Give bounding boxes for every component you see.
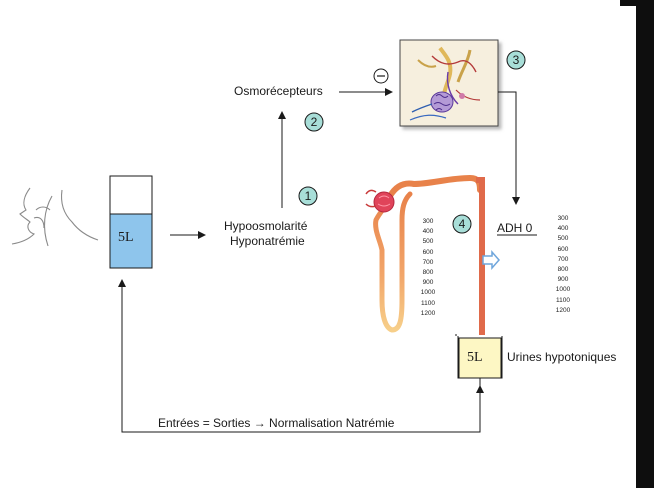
step-badge-1: 1 xyxy=(298,186,318,206)
flow-arrow-icon xyxy=(482,250,500,270)
adh-label: ADH 0 xyxy=(497,221,533,235)
head-profile-icon xyxy=(11,187,99,247)
scale-left-value: 1200 xyxy=(420,309,436,317)
scale-right-value: 700 xyxy=(557,255,569,263)
balance-label: Entrées = Sorties → Normalisation Natrém… xyxy=(158,416,395,430)
arrow-hypothalamus-to-adh xyxy=(498,91,520,205)
scale-left-value: 1000 xyxy=(420,289,436,297)
scale-right-value: 300 xyxy=(557,215,569,222)
nephron-illustration xyxy=(365,174,500,335)
scale-right-value: 600 xyxy=(557,245,569,253)
scale-right-value: 900 xyxy=(557,276,569,284)
hypothalamus-illustration xyxy=(399,39,499,127)
scale-right-value: 800 xyxy=(557,266,569,274)
scale-left-value: 900 xyxy=(422,279,434,287)
tank-water-fill xyxy=(109,213,153,269)
svg-text:3: 3 xyxy=(513,53,520,67)
scale-left-value: 700 xyxy=(422,258,434,266)
screen-edge-top xyxy=(620,0,654,6)
hypoosmolarity-label: Hypoosmolarité xyxy=(224,219,308,233)
urine-volume-label: 5L xyxy=(467,350,483,365)
svg-text:1: 1 xyxy=(305,189,312,203)
hyponatremia-label: Hyponatrémie xyxy=(230,234,305,248)
scale-left-value: 800 xyxy=(422,269,434,277)
svg-text:2: 2 xyxy=(311,115,318,129)
scale-right-value: 1100 xyxy=(556,296,570,304)
osmolarity-scale-left: 300 400 500 600 700 800 900 1000 1100 12… xyxy=(416,217,440,319)
collecting-duct xyxy=(476,177,485,335)
scale-right-value: 500 xyxy=(557,235,569,243)
scale-left-value: 1100 xyxy=(421,299,435,307)
step-badge-4: 4 xyxy=(452,214,472,234)
step-badge-2: 2 xyxy=(304,112,324,132)
scale-right-value: 400 xyxy=(557,225,569,233)
inhibition-symbol xyxy=(373,68,389,84)
step-badge-3: 3 xyxy=(506,50,526,70)
tank-volume-label: 5L xyxy=(118,230,134,245)
body-water-tank xyxy=(109,175,153,269)
scale-left-value: 400 xyxy=(422,228,434,236)
scale-right-value: 1200 xyxy=(555,306,571,314)
scale-right-value: 1000 xyxy=(555,286,571,294)
scale-left-value: 500 xyxy=(422,238,434,246)
scale-left-value: 600 xyxy=(422,248,434,256)
svg-text:4: 4 xyxy=(459,217,466,231)
screen-edge xyxy=(636,0,654,488)
scale-left-value: 300 xyxy=(422,218,434,225)
osmoreceptors-label: Osmorécepteurs xyxy=(234,84,323,98)
urine-container xyxy=(455,334,503,379)
urine-label: Urines hypotoniques xyxy=(507,350,617,364)
osmolarity-scale-right: 300 400 500 600 700 800 900 1000 1100 12… xyxy=(551,214,575,316)
